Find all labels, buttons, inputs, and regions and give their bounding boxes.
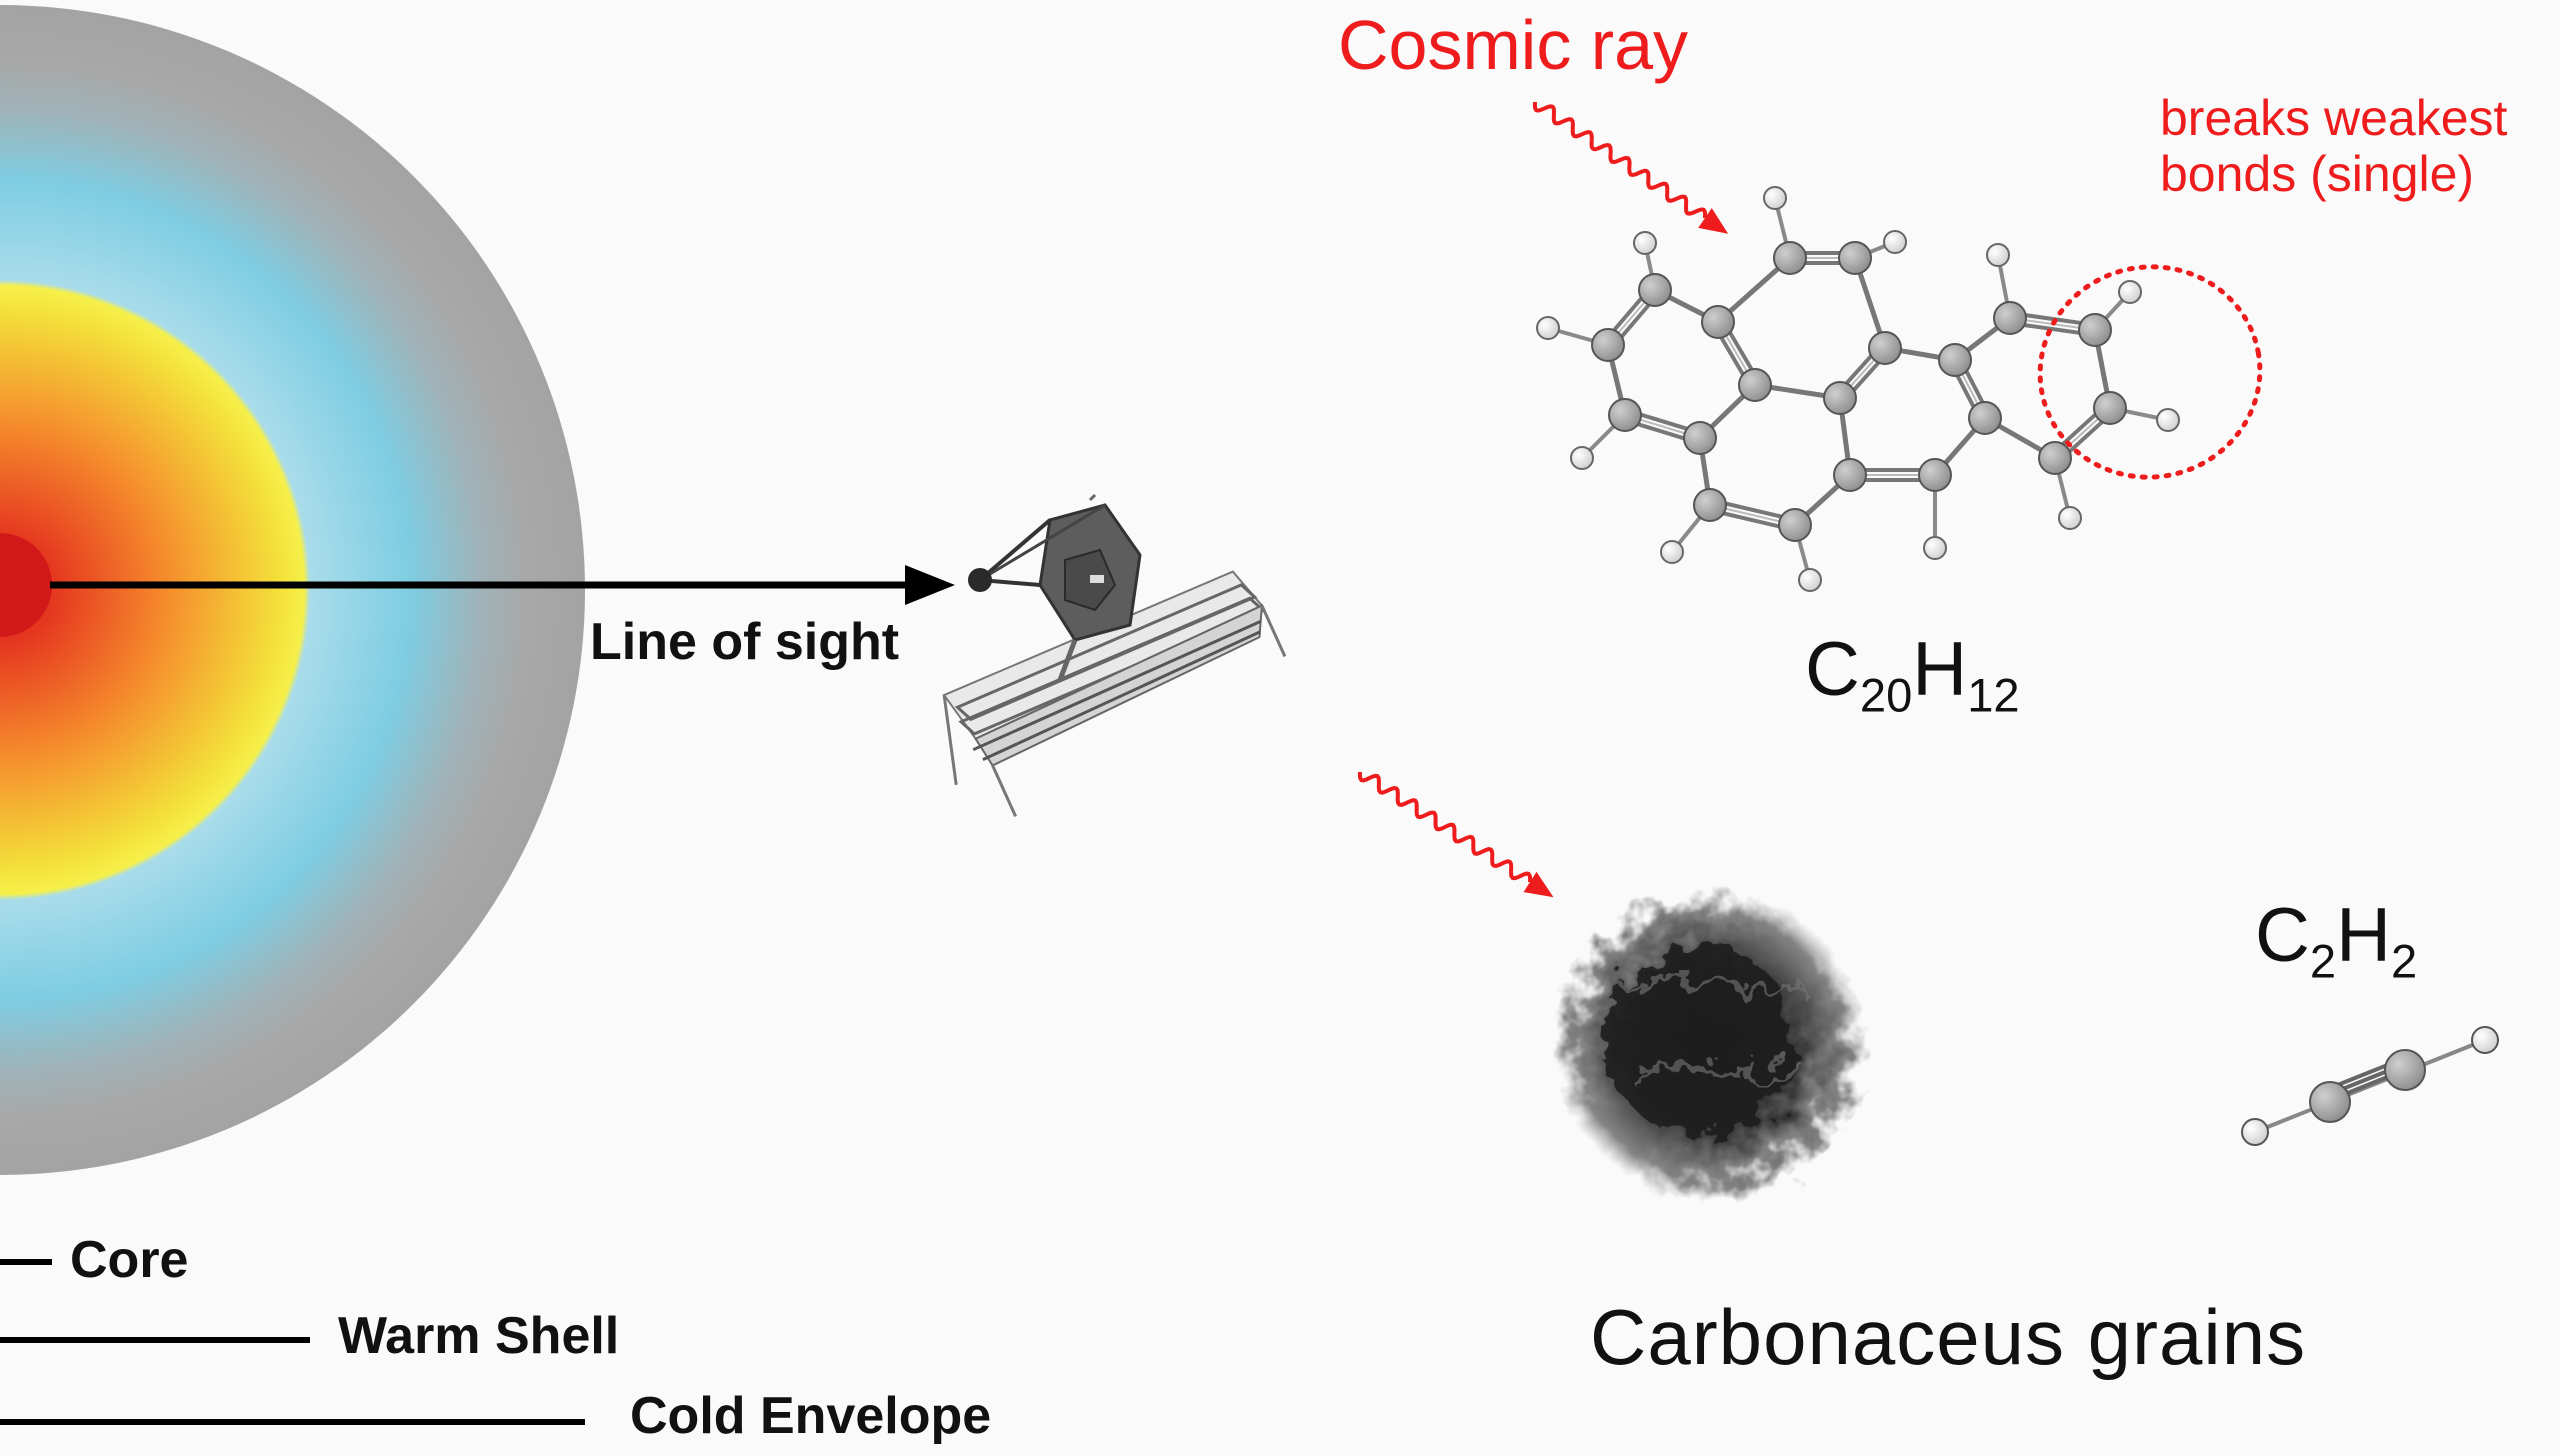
c2h2-formula: C2H2 <box>2255 893 2418 988</box>
carbon-atom <box>1968 401 2002 435</box>
c2h2-molecule <box>2241 1026 2499 1146</box>
carbon-atom <box>1608 398 1642 432</box>
hydrogen-atom <box>1798 568 1822 592</box>
carbon-atom <box>2038 441 2072 475</box>
hydrogen-atom <box>2058 506 2082 530</box>
telescope-icon <box>942 493 1287 818</box>
carbon-atom <box>1833 458 1867 492</box>
hydrogen-atom <box>1763 186 1787 210</box>
carbon-atom <box>1918 458 1952 492</box>
carbon-atom <box>1738 368 1772 402</box>
carbon-atom <box>1591 328 1625 362</box>
annotation-line-2: bonds (single) <box>2160 146 2475 202</box>
weak-bond-annotation: breaks weakest bonds (single) <box>2160 90 2507 202</box>
carbon-atom <box>1701 305 1735 339</box>
carbon-atom <box>1773 241 1807 275</box>
carbon-atom <box>1993 301 2027 335</box>
c20h12-molecule <box>1536 186 2180 592</box>
weak-bond-highlight <box>2037 264 2263 480</box>
hydrogen-atom <box>1660 540 1684 564</box>
carbon-atom <box>1868 331 1902 365</box>
line-of-sight-label: Line of sight <box>590 613 900 671</box>
hydrogen-atom <box>2118 280 2142 304</box>
carbon-atom <box>2093 391 2127 425</box>
annotation-line-1: breaks weakest <box>2160 90 2508 146</box>
hydrogen-atom <box>1570 446 1594 470</box>
line-of-sight-arrow <box>50 565 955 605</box>
legend-core-label: Core <box>70 1231 189 1289</box>
carbon-atom <box>1938 343 1972 377</box>
protostar <box>0 5 585 1175</box>
carbonaceous-grains-label: Carbonaceus grains <box>1590 1293 2307 1381</box>
hydrogen-atom <box>1536 316 1560 340</box>
hydrogen-atom <box>2156 408 2180 432</box>
carbon-atom <box>1778 508 1812 542</box>
carbon-atom <box>1838 241 1872 275</box>
carbon-atom <box>1683 421 1717 455</box>
legend-cold-envelope-label: Cold Envelope <box>630 1387 992 1445</box>
carbon-atom <box>1638 273 1672 307</box>
hydrogen-atom <box>1923 536 1947 560</box>
hydrogen-atom <box>1633 231 1657 255</box>
hydrogen-atom <box>1986 243 2010 267</box>
core-region <box>0 533 52 637</box>
legend-lines <box>0 1259 585 1425</box>
carbon-atom <box>2078 313 2112 347</box>
wavy-arrow-icon <box>1357 101 1729 898</box>
cold-envelope-region <box>0 5 585 1175</box>
hydrogen-atom <box>1883 230 1907 254</box>
legend-warm-shell-label: Warm Shell <box>338 1307 620 1365</box>
carbon-atom <box>1823 381 1857 415</box>
carbon-atom <box>1693 488 1727 522</box>
cosmic-ray-label: Cosmic ray <box>1338 6 1689 84</box>
c20h12-formula: C20H12 <box>1805 627 2020 722</box>
dust-grain-icon <box>1555 890 1865 1200</box>
